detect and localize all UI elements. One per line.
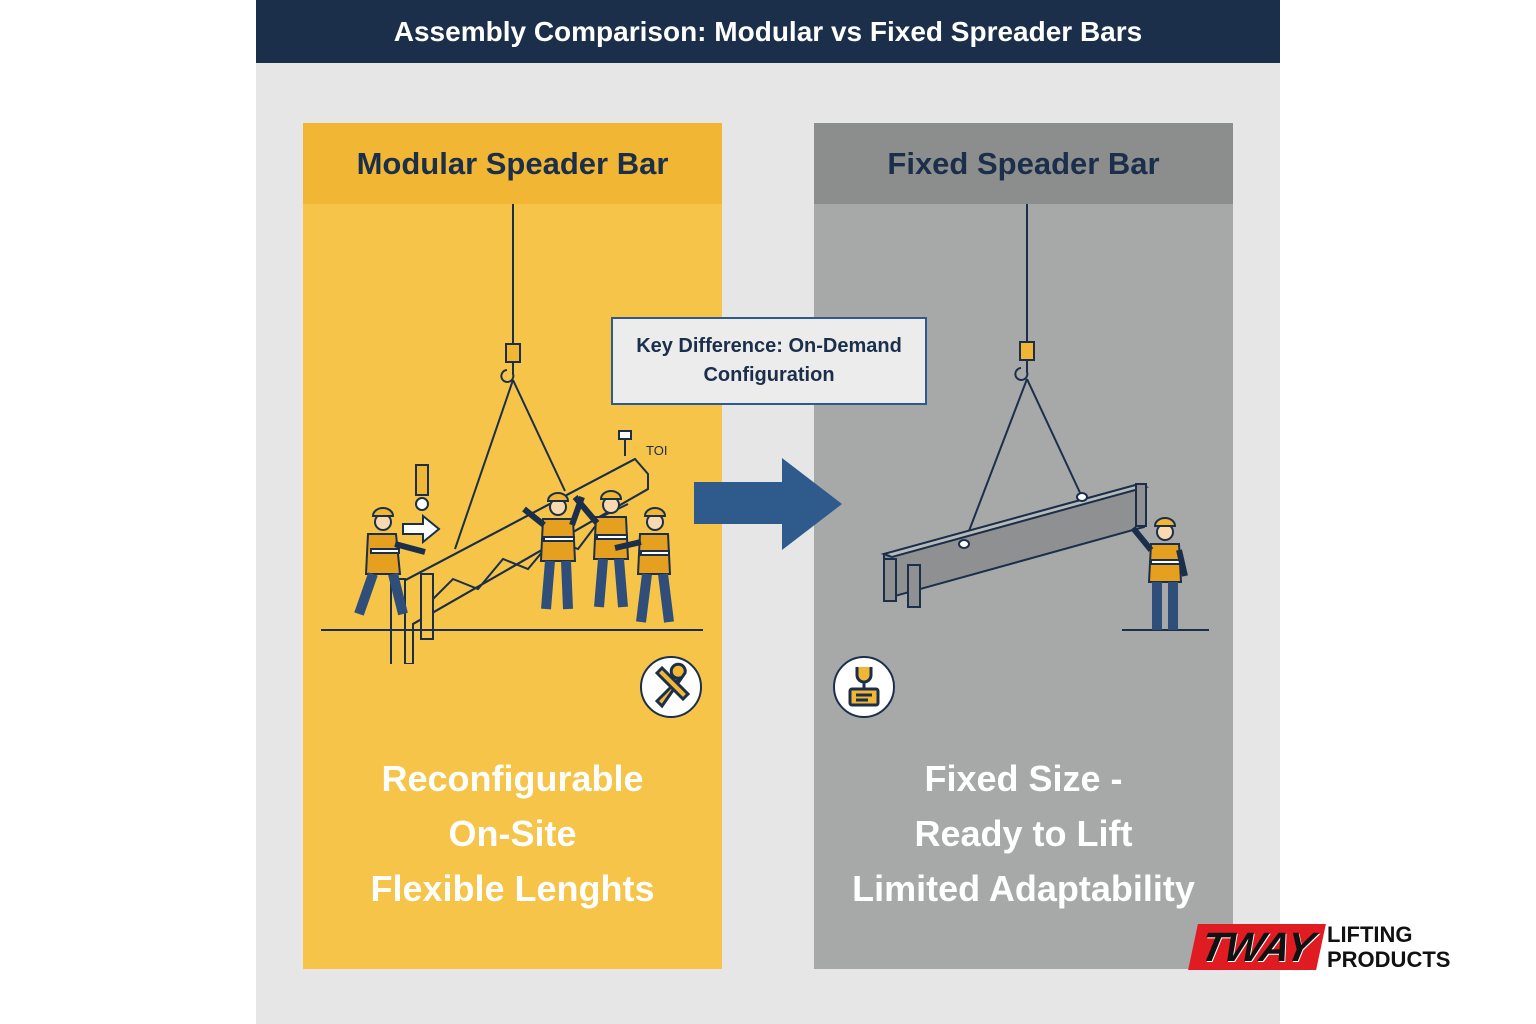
modular-assembly-illustration: TOI bbox=[321, 204, 703, 664]
fixed-caption-line: Limited Adaptability bbox=[852, 868, 1195, 909]
modular-caption-line: On-Site bbox=[448, 813, 577, 854]
modular-caption-line: Flexible Lenghts bbox=[370, 868, 655, 909]
fixed-lift-illustration bbox=[880, 204, 1209, 631]
modular-panel-title: Modular Speader Bar bbox=[303, 123, 722, 204]
crane-hook-icon bbox=[1019, 341, 1035, 361]
logo-line: LIFTING bbox=[1327, 922, 1413, 947]
fixed-caption-line: Ready to Lift bbox=[914, 813, 1133, 854]
modular-caption: Reconfigurable On-Site Flexible Lenghts bbox=[303, 751, 722, 916]
tway-logo: TWAY LIFTING PRODUCTS bbox=[1188, 922, 1450, 974]
logo-wordmark: LIFTING PRODUCTS bbox=[1327, 922, 1450, 972]
key-difference-callout: Key Difference: On-Demand Configuration bbox=[611, 317, 927, 405]
logo-line: PRODUCTS bbox=[1327, 947, 1451, 972]
wrench-screwdriver-icon bbox=[640, 656, 702, 718]
page-title: Assembly Comparison: Modular vs Fixed Sp… bbox=[256, 0, 1280, 63]
logo-brand: TWAY bbox=[1196, 924, 1318, 970]
fixed-caption-line: Fixed Size - bbox=[924, 758, 1123, 799]
fixed-panel-title: Fixed Speader Bar bbox=[814, 123, 1233, 204]
canvas: Assembly Comparison: Modular vs Fixed Sp… bbox=[256, 0, 1280, 1024]
key-difference-line: Key Difference: On-Demand bbox=[636, 335, 902, 357]
modular-panel: Modular Speader Bar bbox=[303, 123, 722, 969]
fixed-caption: Fixed Size - Ready to Lift Limited Adapt… bbox=[814, 751, 1233, 916]
modular-caption-line: Reconfigurable bbox=[381, 758, 644, 799]
crane-hook-icon bbox=[505, 343, 521, 363]
scene-label: TOI bbox=[646, 443, 667, 458]
fixed-panel: Fixed Speader Bar bbox=[814, 123, 1233, 969]
logo-brand-mark: TWAY bbox=[1188, 924, 1326, 970]
wrench-plaque-icon bbox=[833, 656, 895, 718]
key-difference-line: Configuration bbox=[703, 364, 835, 386]
right-arrow-icon bbox=[694, 458, 842, 550]
bolt-icon bbox=[618, 430, 632, 440]
